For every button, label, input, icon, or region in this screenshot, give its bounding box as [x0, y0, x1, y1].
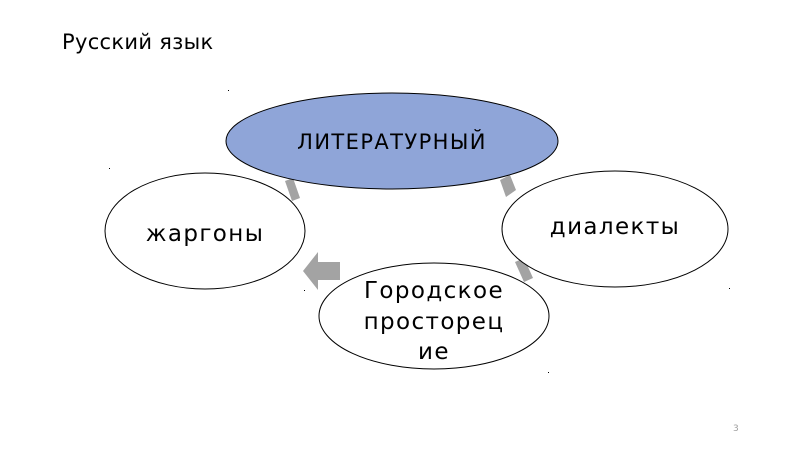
node-jargons-shape	[104, 172, 306, 290]
slide-title: Русский язык	[62, 30, 214, 54]
frame-tick-top-left	[228, 90, 229, 91]
frame-tick-bottom-left	[304, 290, 305, 291]
node-dialects-label: диалекты	[550, 214, 680, 240]
arrow-dialects-to-literary	[500, 175, 516, 197]
node-vernacular-shape	[318, 262, 550, 370]
node-vernacular-line-2: просторец	[364, 309, 505, 335]
node-vernacular-line-1: Городское	[364, 278, 504, 304]
node-jargons-label: жаргоны	[146, 221, 265, 247]
frame-tick-left	[109, 168, 110, 169]
page-number: 3	[733, 424, 739, 434]
node-literary: ЛИТЕРАТУРНЫЙ	[225, 92, 559, 190]
node-dialects: диалекты	[501, 170, 729, 288]
arrow-literary-to-jargons	[285, 178, 300, 201]
frame-tick-right	[729, 288, 730, 289]
node-vernacular: Городское просторец ие	[318, 262, 550, 370]
node-literary-shape	[225, 92, 559, 190]
arrow-dialects-to-vernacular	[515, 258, 533, 282]
frame-tick-bottom-right	[548, 372, 549, 373]
node-vernacular-line-3: ие	[418, 339, 450, 365]
node-jargons: жаргоны	[104, 172, 306, 290]
arrow-vernacular-to-jargons	[303, 252, 340, 290]
node-dialects-shape	[501, 170, 729, 288]
node-literary-label: ЛИТЕРАТУРНЫЙ	[297, 129, 487, 154]
